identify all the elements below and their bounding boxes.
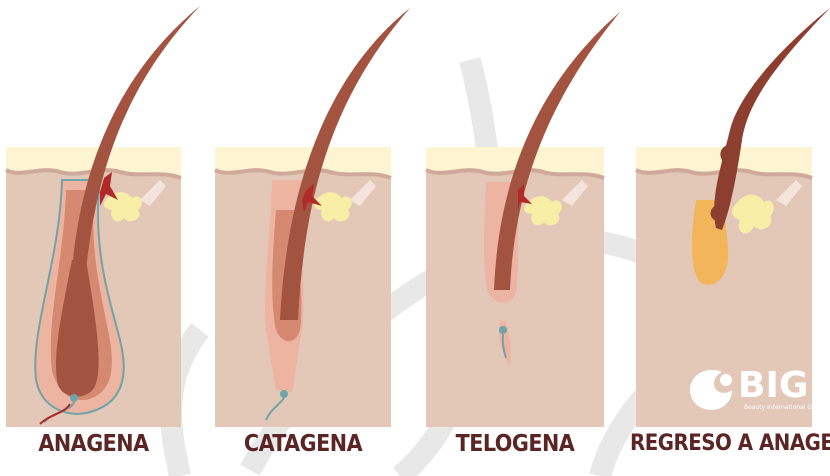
dermal-papilla	[280, 390, 288, 398]
dermal-papilla	[70, 394, 78, 402]
stage-label-regreso-anagena: REGRESO A ANAGENA	[630, 428, 826, 460]
stage-label-telogena: TELOGENA	[426, 428, 604, 460]
big-logo: BIG Beauty International Group	[688, 366, 808, 416]
panel-anagena	[6, 6, 200, 427]
panel-telogena	[426, 12, 620, 427]
panel-catagena	[215, 8, 410, 427]
stage-label-catagena: CATAGENA	[215, 428, 391, 460]
logo-subtitle: Beauty International Group	[744, 404, 826, 411]
kidney-logo-icon	[688, 366, 736, 414]
logo-text: BIG	[738, 366, 808, 406]
dermal-papilla	[499, 326, 507, 334]
stage-label-anagena: ANAGENA	[6, 428, 181, 460]
